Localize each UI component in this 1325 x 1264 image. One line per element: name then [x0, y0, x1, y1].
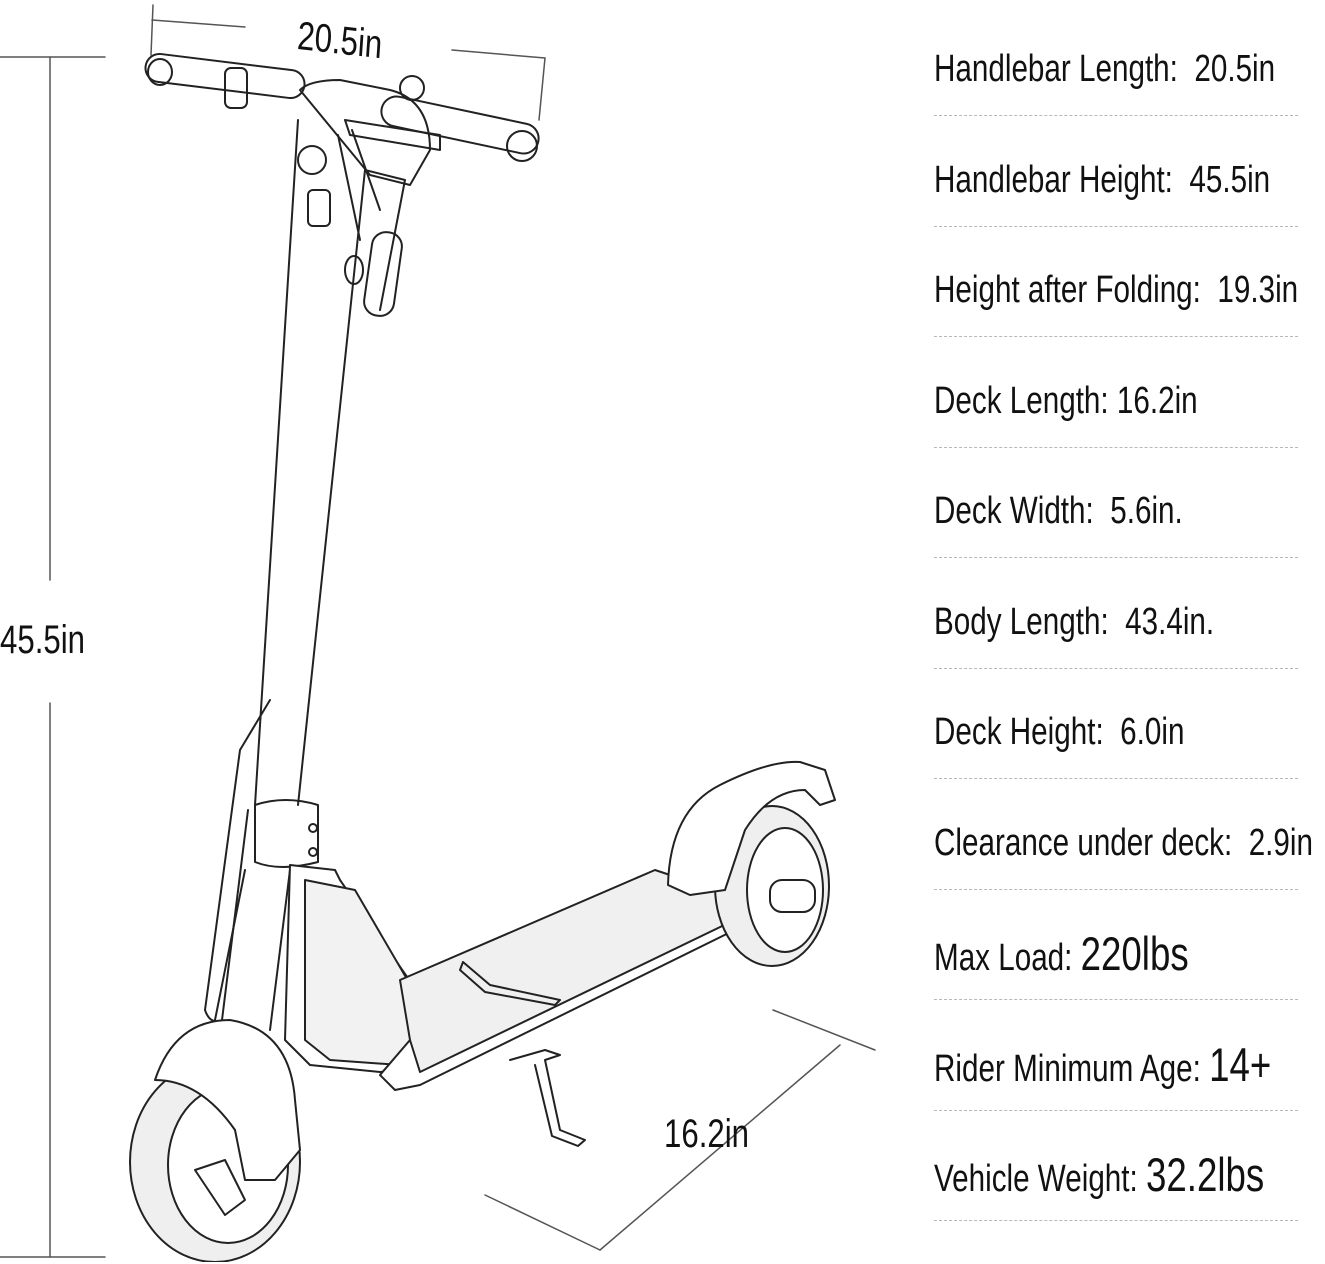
spec-label: Max Load:: [934, 937, 1081, 979]
handlebar-dimension-lines: [150, 4, 546, 121]
spec-value: 5.6in.: [1110, 490, 1183, 532]
spec-label: Deck Width:: [934, 490, 1111, 532]
spec-deck-length: Deck Length: 16.2in: [934, 380, 1298, 491]
spec-label: Height after Folding:: [934, 269, 1218, 311]
spec-deck-width: Deck Width: 5.6in.: [934, 490, 1298, 601]
overall-height-label: 45.5in: [0, 618, 86, 662]
spec-deck-height: Deck Height: 6.0in: [934, 711, 1298, 822]
spec-handlebar-length: Handlebar Length: 20.5in: [934, 48, 1298, 159]
spec-value: 16.2in: [1116, 379, 1198, 422]
dashed-divider: [934, 888, 1298, 890]
spec-handlebar-height: Handlebar Height: 45.5in: [934, 159, 1298, 270]
deck-dimension-lines: [484, 1009, 876, 1251]
spec-value: 45.5in: [1189, 158, 1271, 201]
spec-value: 6.0in: [1120, 711, 1185, 753]
spec-vehicle-weight: Vehicle Weight: 32.2lbs: [934, 1148, 1298, 1264]
dashed-divider: [934, 446, 1298, 448]
scooter: [129, 52, 836, 1262]
spec-label: Clearance under deck:: [934, 821, 1249, 864]
dashed-divider: [934, 1220, 1298, 1221]
spec-height-after-folding: Height after Folding: 19.3in: [934, 269, 1298, 380]
specifications-list: Handlebar Length: 20.5in Handlebar Heigh…: [934, 48, 1313, 1264]
spec-label: Deck Length:: [934, 379, 1117, 422]
height-dimension-lines: [0, 56, 106, 1258]
dashed-divider: [934, 1109, 1298, 1111]
dashed-divider: [934, 557, 1298, 558]
dashed-divider: [934, 115, 1298, 116]
spec-label: Handlebar Length:: [934, 48, 1195, 90]
spec-label: Body Length:: [934, 600, 1126, 643]
dashed-divider: [934, 778, 1298, 779]
spec-value: 43.4in.: [1125, 600, 1215, 643]
spec-label: Handlebar Height:: [934, 158, 1190, 201]
spec-value: 220lbs: [1080, 927, 1189, 980]
dashed-divider: [934, 667, 1298, 669]
spec-value: 20.5in: [1194, 48, 1276, 90]
spec-label: Vehicle Weight:: [934, 1158, 1147, 1200]
handlebar-width-label: 20.5in: [296, 14, 384, 68]
spec-max-load: Max Load: 220lbs: [934, 927, 1298, 1043]
spec-value: 32.2lbs: [1146, 1148, 1265, 1201]
dashed-divider: [934, 336, 1298, 337]
spec-value: 19.3in: [1217, 269, 1299, 311]
spec-label: Deck Height:: [934, 711, 1121, 753]
dashed-divider: [934, 999, 1298, 1000]
spec-rider-minimum-age: Rider Minimum Age: 14+: [934, 1038, 1298, 1154]
spec-body-length: Body Length: 43.4in.: [934, 601, 1298, 712]
spec-clearance-under-deck: Clearance under deck: 2.9in: [934, 821, 1313, 933]
spec-label: Rider Minimum Age:: [934, 1047, 1210, 1090]
deck-length-label: 16.2in: [664, 1112, 750, 1156]
spec-value: 2.9in: [1248, 821, 1313, 864]
spec-value: 14+: [1209, 1037, 1272, 1091]
dashed-divider: [934, 225, 1298, 227]
